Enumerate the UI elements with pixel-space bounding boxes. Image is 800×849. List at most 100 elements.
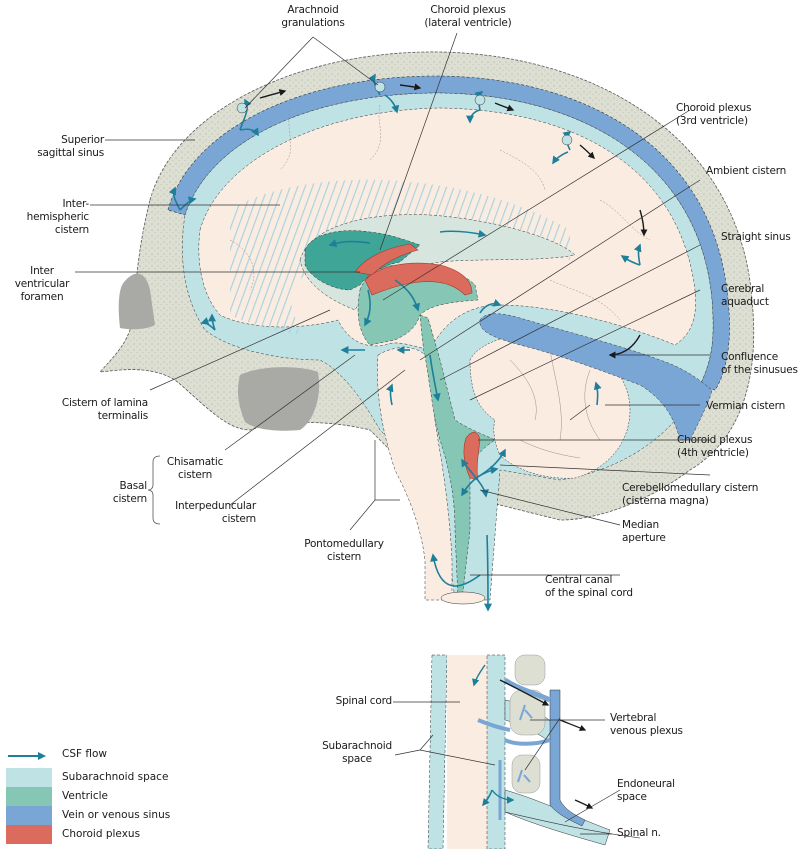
- csf-arrow: [328, 239, 371, 247]
- label-interhemispheric-cistern: Inter- hemispheric cistern: [26, 198, 90, 236]
- venous-arrow: [494, 102, 515, 112]
- label-endoneural-space: Endoneural space: [617, 778, 675, 803]
- label-spinal-n: Spinal n.: [617, 827, 661, 839]
- cerebellum: [469, 333, 631, 479]
- label-choroid-plexus-lateral: Choroid plexus (lateral ventricle): [424, 4, 512, 29]
- csf-arrow: [430, 553, 481, 587]
- csf-arrow: [461, 458, 477, 479]
- vertebral-body-3: [511, 754, 541, 794]
- nerve-root-lower: [504, 789, 611, 846]
- choroid-plexus-lateral-shape: [354, 243, 419, 276]
- legend-item-vein: Vein or venous sinus: [6, 806, 226, 825]
- label-basal-cistern: Basal cistern: [112, 480, 147, 505]
- csf-arrow: [439, 229, 487, 238]
- venous-arrow: [639, 209, 648, 237]
- straight-sinus-shape: [479, 313, 713, 441]
- label-subarachnoid-space: Subarachnoid space: [322, 740, 392, 765]
- label-interpeduncular-cistern: Interpeduncular cistern: [175, 500, 256, 525]
- venous-arrow: [574, 799, 594, 809]
- label-confluence-of-sinuses: Confluence of the sinusues: [721, 351, 798, 376]
- leader-lines: [75, 32, 711, 576]
- cerebellar-folia: [509, 349, 601, 459]
- label-interventricular-foramen: Inter ventricular foramen: [14, 265, 70, 303]
- csf-arrow: [482, 789, 493, 807]
- superior-sagittal-sinus-shape: [167, 75, 730, 391]
- legend-swatch: [6, 787, 52, 806]
- label-superior-sagittal-sinus: Superior sagittal sinus: [37, 134, 104, 159]
- brainstem: [377, 347, 453, 601]
- label-vertebral-venous-plexus: Vertebral venous plexus: [610, 712, 683, 737]
- csf-arrow: [475, 477, 489, 498]
- spinal-cord-inset: [447, 655, 487, 849]
- vertebral-venous-plexus-shape: [549, 689, 586, 827]
- label-median-aperture: Median aperture: [622, 519, 666, 544]
- spinal-cord-section: [440, 591, 486, 605]
- csf-arrow: [466, 109, 481, 124]
- subarachnoid-right: [486, 654, 506, 849]
- csf-arrow: [168, 186, 181, 211]
- legend-item-subarachnoid-space: Subarachnoid space: [6, 768, 226, 787]
- spinal-nerve: [504, 811, 641, 839]
- label-pontomedullary-cistern: Pontomedullary cistern: [304, 538, 384, 563]
- label-straight-sinus: Straight sinus: [721, 231, 791, 243]
- label-choroid-plexus-4th: Choroid plexus (4th ventricle): [677, 434, 753, 459]
- label-central-canal: Central canal of the spinal cord: [545, 574, 633, 599]
- csf-arrow: [461, 477, 477, 497]
- venous-arrow: [499, 679, 550, 706]
- label-ambient-cistern: Ambient cistern: [706, 165, 787, 177]
- interhemispheric-hatch: [230, 179, 570, 335]
- legend-swatch: [6, 806, 52, 825]
- csf-arrow: [472, 664, 486, 687]
- csf-arrow: [475, 448, 506, 479]
- label-choroid-plexus-3rd: Choroid plexus (3rd ventricle): [676, 102, 752, 127]
- csf-flow-arrow-icon: [8, 752, 46, 760]
- label-spinal-cord: Spinal cord: [335, 695, 393, 707]
- csf-arrow: [483, 534, 492, 612]
- csf-arrow: [239, 98, 252, 131]
- frontal-sinus: [118, 273, 155, 330]
- label-chisamatic-cistern: Chisamatic cistern: [166, 456, 224, 481]
- csf-arrow: [385, 383, 394, 406]
- label-vermian-cistern: Vermian cistern: [706, 400, 786, 412]
- csf-arrow: [633, 243, 642, 266]
- csf-arrow: [593, 381, 602, 406]
- csf-arrow: [394, 279, 420, 312]
- csf-arrow: [179, 196, 197, 211]
- legend-item-choroid-plexus: Choroid plexus: [6, 825, 226, 844]
- venous-arrow: [259, 89, 287, 99]
- legend-label: CSF flow: [62, 748, 107, 760]
- label-arachnoid-granulations: Arachnoid granulations: [281, 4, 345, 29]
- basal-cistern-brace: [147, 455, 161, 525]
- vertebral-body-1: [514, 654, 546, 686]
- csf-arrow: [368, 73, 381, 96]
- subarachnoid-left: [427, 654, 448, 849]
- csf-arrow: [384, 94, 400, 114]
- arachnoid-granulations-shapes: [236, 81, 573, 146]
- venous-arrow: [399, 83, 422, 91]
- csf-flow-arrows: [168, 73, 642, 612]
- legend-swatch: [6, 825, 52, 844]
- legend-label: Choroid plexus: [62, 828, 141, 840]
- venous-arrow: [559, 719, 587, 731]
- csf-arrow: [364, 289, 372, 327]
- legend-label: Vein or venous sinus: [62, 809, 171, 821]
- label-cerebellomedullary-cistern: Cerebellomedullary cistern (cisterna mag…: [622, 482, 759, 507]
- csf-arrow: [429, 354, 441, 402]
- legend-item-ventricle: Ventricle: [6, 787, 226, 806]
- csf-arrow: [479, 299, 502, 314]
- legend-label: Subarachnoid space: [62, 771, 169, 783]
- legend-item-csf-flow: CSF flow: [6, 748, 226, 769]
- sulci: [229, 104, 651, 321]
- csf-arrow: [552, 151, 569, 165]
- legend-label: Ventricle: [62, 790, 108, 802]
- csf-arrow: [208, 313, 217, 331]
- venous-arrow: [608, 334, 641, 359]
- venous-arrow: [579, 144, 595, 159]
- csf-arrow: [239, 127, 259, 137]
- csf-arrow: [491, 789, 515, 804]
- label-cistern-of-lamina-terminalis: Cistern of lamina terminalis: [61, 397, 148, 422]
- legend-swatch: [6, 768, 52, 787]
- label-cerebral-aquaduct: Cerebral aquaduct: [721, 283, 769, 308]
- venous-flow-arrows: [259, 83, 648, 359]
